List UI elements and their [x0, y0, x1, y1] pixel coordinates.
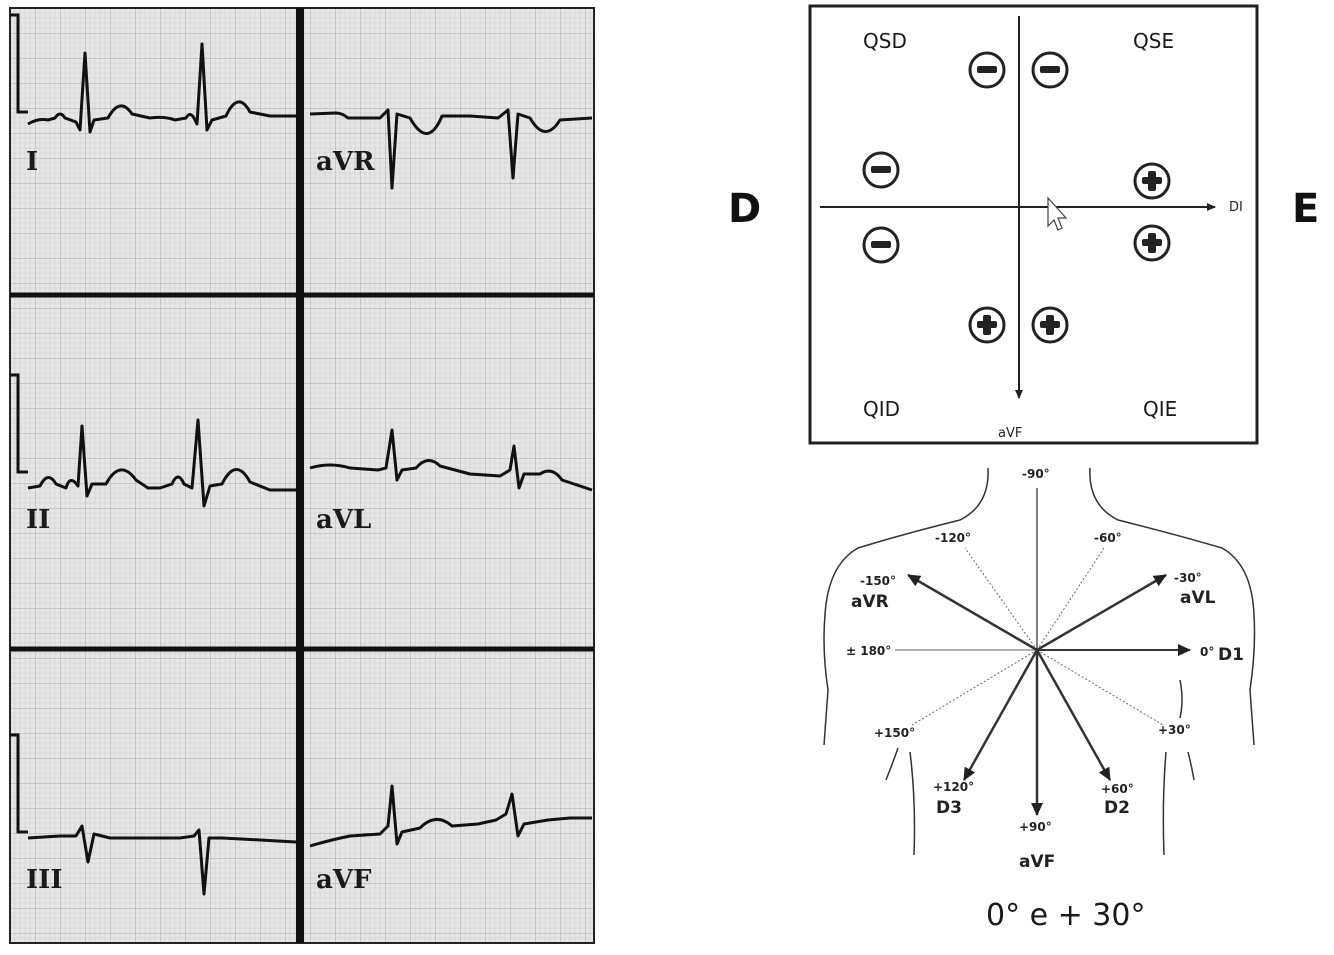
lead-arrow-avl — [1037, 575, 1166, 650]
avf-axis-label: aVF — [998, 426, 1022, 441]
angle-label-0: 0° — [1200, 645, 1214, 659]
quadrant-label-qse: QSE — [1133, 29, 1174, 53]
lead-name-avl: aVL — [1180, 588, 1216, 608]
lead-name-avr: aVR — [851, 592, 889, 612]
angle-label-neg120: -120° — [935, 531, 971, 545]
lead-label-i: I — [26, 147, 38, 177]
lead-arrow-d3 — [964, 650, 1037, 780]
angle-label-neg30: -30° — [1174, 571, 1202, 585]
lead-name-d1: D1 — [1218, 645, 1244, 665]
torso-outline — [1090, 468, 1255, 745]
angle-label-180: ± 180° — [846, 644, 891, 658]
axis-line-pos150 — [912, 650, 1037, 725]
quadrant-label-qid: QID — [863, 397, 900, 421]
di-axis-label: DI — [1229, 200, 1243, 215]
lead-label-iii: III — [26, 865, 63, 895]
side-label-e: E — [1292, 186, 1319, 232]
axis-line-neg120 — [965, 548, 1037, 650]
lead-name-avf: aVF — [1019, 852, 1055, 872]
lead-name-d3: D3 — [936, 798, 962, 818]
minus-circle-icon — [970, 53, 1004, 87]
plus-circle-icon — [970, 308, 1004, 342]
arm-line — [1163, 752, 1166, 855]
ecg-panel: I aVR II aVL III aVF — [10, 8, 594, 943]
arm-line — [1188, 752, 1194, 780]
quadrant-label-qie: QIE — [1143, 397, 1177, 421]
axis-range-caption: 0° e + 30° — [986, 898, 1145, 933]
angle-label-pos60: +60° — [1101, 782, 1134, 796]
minus-circle-icon — [864, 153, 898, 187]
angle-label-neg90: -90° — [1022, 467, 1050, 481]
quadrant-label-qsd: QSD — [863, 29, 907, 53]
angle-label-pos150: +150° — [874, 726, 915, 740]
arm-line — [1180, 680, 1182, 718]
angle-label-neg150: -150° — [860, 574, 896, 588]
plus-circle-icon — [1033, 308, 1067, 342]
lead-name-d2: D2 — [1104, 798, 1130, 818]
axis-line-pos30 — [1037, 650, 1163, 725]
lead-label-avf: aVF — [316, 865, 372, 895]
lead-arrow-d2 — [1037, 650, 1110, 780]
plus-circle-icon — [1135, 164, 1169, 198]
lead-label-avr: aVR — [316, 147, 375, 177]
lead-label-ii: II — [26, 505, 50, 535]
angle-label-pos120: +120° — [933, 780, 974, 794]
lead-arrow-avr — [908, 575, 1037, 650]
side-label-d: D — [728, 186, 761, 232]
arm-line — [886, 748, 898, 780]
angle-label-pos30: +30° — [1158, 723, 1191, 737]
minus-circle-icon — [864, 228, 898, 262]
quadrant-diagram: QSD QSE QID QIE DI aVF — [810, 6, 1257, 443]
angle-label-neg60: -60° — [1094, 531, 1122, 545]
angle-label-pos90: +90° — [1019, 820, 1052, 834]
lead-label-avl: aVL — [316, 505, 371, 535]
plus-circle-icon — [1135, 226, 1169, 260]
hexaxial-diagram: -90° -120° -60° -150° -30° ± 180° 0° +15… — [824, 467, 1255, 872]
arm-line — [910, 752, 915, 855]
axis-line-neg60 — [1037, 548, 1104, 650]
minus-circle-icon — [1033, 53, 1067, 87]
